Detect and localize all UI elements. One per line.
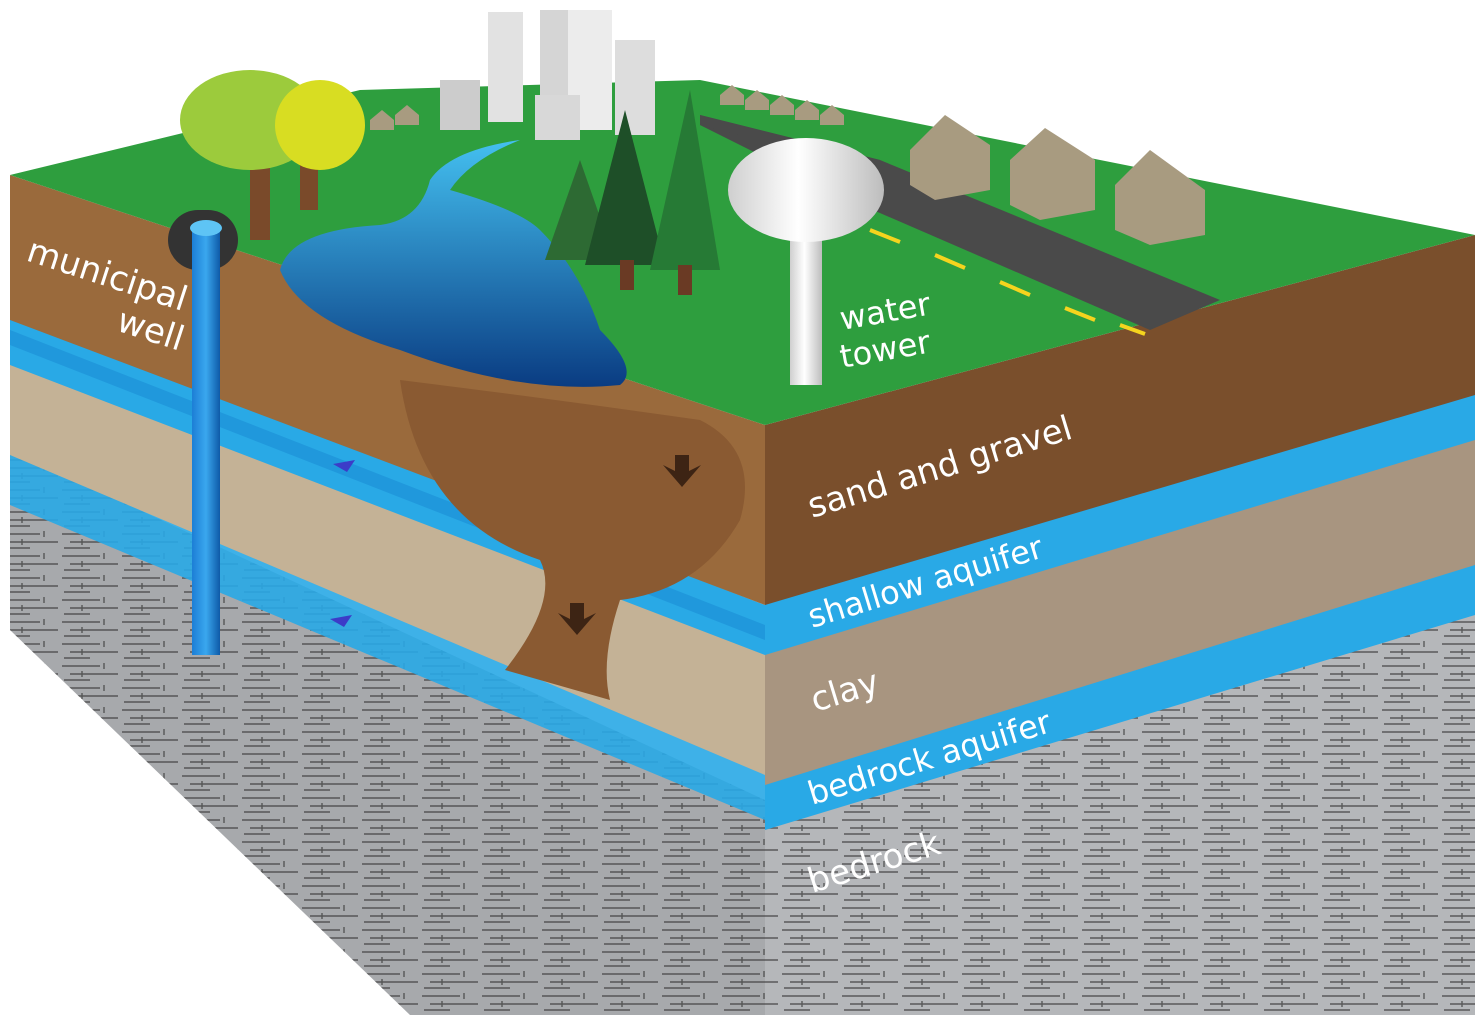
sand-gravel-front (765, 235, 1475, 605)
ground-surface (10, 80, 1475, 425)
water-tower-icon (728, 138, 884, 385)
lake-icon (280, 140, 627, 387)
front-face (765, 235, 1475, 1015)
building-icon (440, 10, 655, 140)
infiltration-plume (400, 380, 745, 700)
tree-icon (180, 70, 720, 295)
municipal-well-icon (168, 210, 238, 655)
flow-arrow-icon (330, 455, 701, 635)
shallow-aquifer-front (765, 390, 1475, 655)
house-icon (370, 85, 1205, 245)
bedrock-aquifer-front (765, 560, 1475, 830)
clay-front (765, 435, 1475, 785)
